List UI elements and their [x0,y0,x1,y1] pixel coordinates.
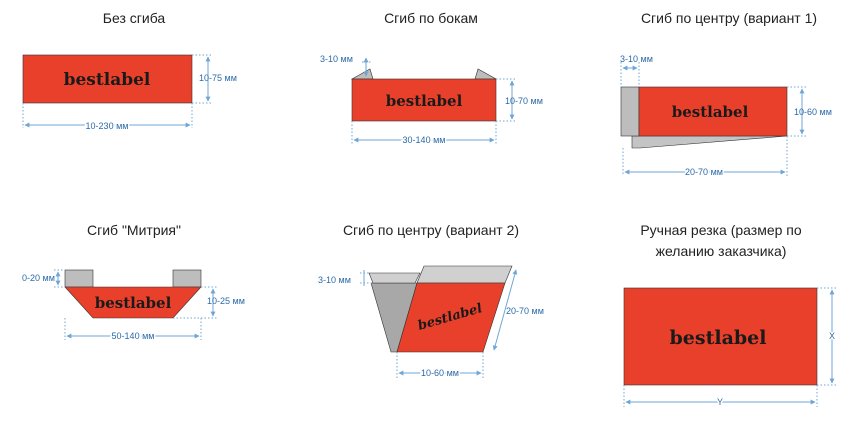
right-fold-tab [172,269,202,288]
panel-side-fold: Сгиб по бокам bestlabel 3-10 мм 10-70 мм… [320,10,543,147]
label-shape [22,54,193,104]
y-dimension: Y [717,397,723,407]
panel-mitre-fold: Сгиб "Митрия" bestlabel 0-20 мм 10-25 мм… [22,222,245,343]
right-fold-tab [474,68,498,80]
panel-title-no-fold: Без сгиба [103,10,166,26]
panel-title-center-fold-1: Сгиб по центру (вариант 1) [641,10,817,26]
brand-text: bestlabel [672,103,749,121]
label-shape [351,78,497,122]
left-fold-tab [350,68,374,80]
fold-dimension: 3-10 мм [320,54,353,64]
width-dimension: 10-60 мм [421,368,459,378]
height-arrow [492,269,518,351]
width-dimension: 20-70 мм [685,167,723,177]
x-dimension: X [829,331,835,341]
fold-tab [620,86,640,137]
fold-tab-left [368,272,421,284]
brand-text: bestlabel [670,327,767,349]
brand-text: bestlabel [95,294,172,312]
label-shape [623,287,818,386]
panel-center-fold-1: Сгиб по центру (вариант 1) bestlabel 3-1… [620,10,832,179]
width-dimension: 30-140 мм [403,135,446,145]
back-fold-layer [631,135,788,149]
height-dimension: 10-70 мм [505,96,543,106]
panel-title-hand-cut-line2: желанию заказчика) [656,243,787,259]
height-dimension: 20-70 мм [506,306,544,316]
brand-text: bestlabel [386,92,463,110]
fold-dimension: 0-20 мм [22,273,55,283]
fold-dimension: 3-10 мм [620,54,653,64]
width-dimension: 10-230 мм [86,121,129,131]
left-fold-tab [64,269,94,288]
fold-tab-right [416,265,513,284]
height-dimension: 10-25 мм [207,296,245,306]
height-dimension: 10-60 мм [794,107,832,117]
panel-title-center-fold-2: Сгиб по центру (вариант 2) [343,222,519,238]
panel-title-mitre-fold: Сгиб "Митрия" [87,222,181,238]
panel-title-side-fold: Сгиб по бокам [384,10,478,26]
panel-hand-cut: Ручная резка (размер по желанию заказчик… [623,222,837,409]
label-shape [638,86,788,137]
panel-no-fold: Без сгиба bestlabel 10-75 мм 10-230 мм [22,10,237,133]
panel-title-hand-cut-line1: Ручная резка (размер по [640,222,802,238]
width-dimension: 50-140 мм [112,331,155,341]
panel-center-fold-2: Сгиб по центру (вариант 2) bestlabel 3-1… [318,222,544,380]
fold-dimension: 3-10 мм [318,275,351,285]
brand-text: bestlabel [64,70,151,90]
height-dimension: 10-75 мм [199,73,237,83]
